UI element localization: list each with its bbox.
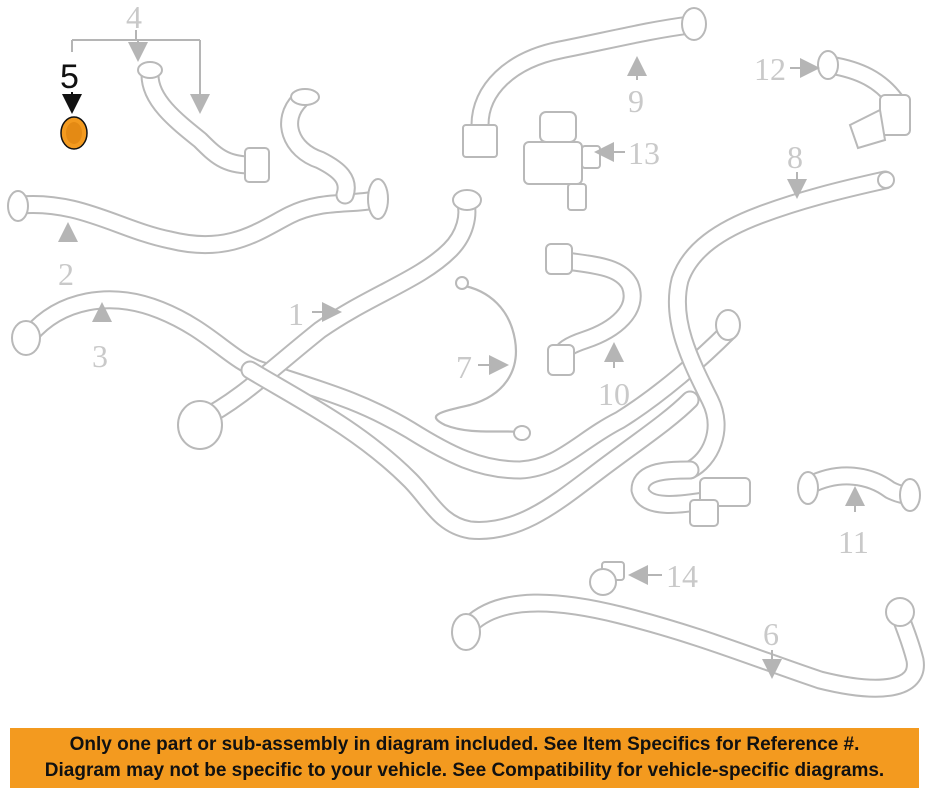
callout-3: 3 [92, 338, 108, 374]
part-8-hose [667, 170, 895, 480]
disclaimer-line-2: Diagram may not be specific to your vehi… [44, 760, 885, 781]
callout-9: 9 [628, 83, 644, 119]
part-7-pipe [434, 276, 531, 441]
callout-12: 12 [754, 51, 786, 87]
upper-hose [280, 88, 356, 205]
callout-2: 2 [58, 256, 74, 292]
part-13-valve [523, 111, 601, 211]
lower-right-assembly [630, 460, 751, 527]
leader-lines [58, 30, 865, 679]
part-14-plug [589, 561, 625, 596]
part-12-elbow [817, 50, 911, 150]
callout-11: 11 [838, 524, 869, 560]
callout-5-highlighted: 5 [60, 58, 79, 96]
part-6-hose [451, 593, 925, 698]
callout-1: 1 [288, 296, 304, 332]
part-10-hose [545, 243, 642, 376]
part-3-hose [11, 290, 741, 480]
part-2-hose [7, 178, 389, 255]
callout-6: 6 [763, 616, 779, 652]
parts-diagram: 4 5 2 3 1 7 9 12 13 8 10 11 14 6 [7, 0, 925, 698]
callout-8: 8 [787, 139, 803, 175]
callout-13: 13 [628, 135, 660, 171]
disclaimer-line-1: Only one part or sub-assembly in diagram… [69, 734, 860, 755]
callout-14: 14 [666, 558, 698, 594]
disclaimer-banner: Only one part or sub-assembly in diagram… [10, 728, 919, 788]
part-4-pipe [137, 61, 270, 183]
part-9-hose [462, 7, 707, 158]
callout-7: 7 [456, 349, 472, 385]
part-1-pipe [177, 189, 482, 450]
part-11-hose [797, 466, 921, 512]
part-5-seal [60, 116, 88, 150]
callout-10: 10 [598, 376, 630, 412]
callout-4: 4 [126, 0, 142, 35]
lower-assembly-hose [240, 360, 700, 540]
